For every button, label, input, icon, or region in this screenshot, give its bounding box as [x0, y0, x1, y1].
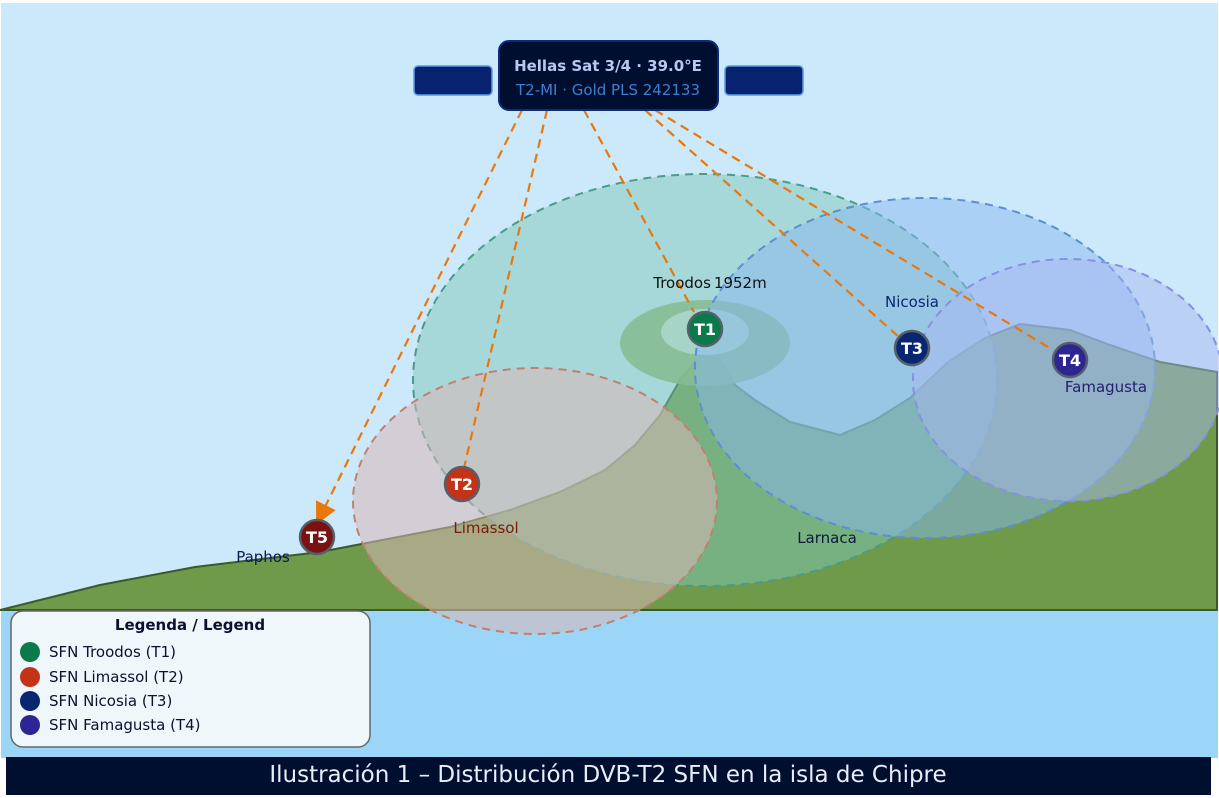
label-nicosia: Nicosia	[885, 293, 939, 311]
satellite-title: Hellas Sat 3/4 · 39.0°E	[514, 57, 702, 75]
label-paphos: Paphos	[236, 548, 290, 566]
solar-panel-left	[413, 65, 493, 96]
link-to-t3	[644, 109, 901, 339]
svg-text:T4: T4	[1059, 351, 1081, 370]
caption: Ilustración 1 – Distribución DVB-T2 SFN …	[269, 762, 946, 788]
transmitter-t2[interactable]: T2	[443, 465, 481, 503]
legend: Legenda / Legend SFN Troodos (T1) SFN Li…	[10, 610, 371, 748]
link-to-t1	[583, 109, 695, 313]
label-troodos: Troodos 1952m	[652, 274, 766, 292]
coverage-t2	[352, 367, 718, 635]
caption-bar	[6, 757, 1211, 795]
legend-title: Legenda / Legend	[115, 616, 265, 634]
svg-text:T3: T3	[901, 339, 923, 358]
link-to-t4	[654, 109, 1054, 351]
link-to-t5	[316, 109, 523, 525]
label-larnaca: Larnaca	[797, 529, 857, 547]
transmitter-t3[interactable]: T3	[893, 329, 931, 367]
legend-swatch-t3	[20, 691, 40, 711]
legend-swatch-t4	[20, 715, 40, 735]
satellite-subtitle: T2-MI · Gold PLS 242133	[515, 81, 700, 99]
transmitter-t5[interactable]: T5	[298, 518, 336, 556]
link-to-t2	[462, 109, 549, 469]
legend-swatch-t2	[20, 667, 40, 687]
svg-text:T1: T1	[694, 320, 716, 339]
label-limassol: Limassol	[453, 519, 518, 537]
svg-text:T5: T5	[306, 528, 328, 547]
transmitter-t4[interactable]: T4	[1051, 341, 1089, 379]
transmitter-t1[interactable]: T1	[686, 310, 724, 348]
coverage-t4	[912, 258, 1219, 502]
legend-item-t4: SFN Famagusta (T4)	[49, 716, 200, 734]
satellite-body	[498, 40, 719, 111]
legend-item-t1: SFN Troodos (T1)	[49, 643, 176, 661]
legend-item-t2: SFN Limassol (T2)	[49, 668, 184, 686]
satellite: Hellas Sat 3/4 · 39.0°E T2-MI · Gold PLS…	[413, 40, 804, 111]
legend-swatch-t1	[20, 642, 40, 662]
svg-text:T2: T2	[451, 475, 473, 494]
label-famagusta: Famagusta	[1065, 378, 1147, 396]
legend-item-t3: SFN Nicosia (T3)	[49, 692, 172, 710]
solar-panel-right	[724, 65, 804, 96]
